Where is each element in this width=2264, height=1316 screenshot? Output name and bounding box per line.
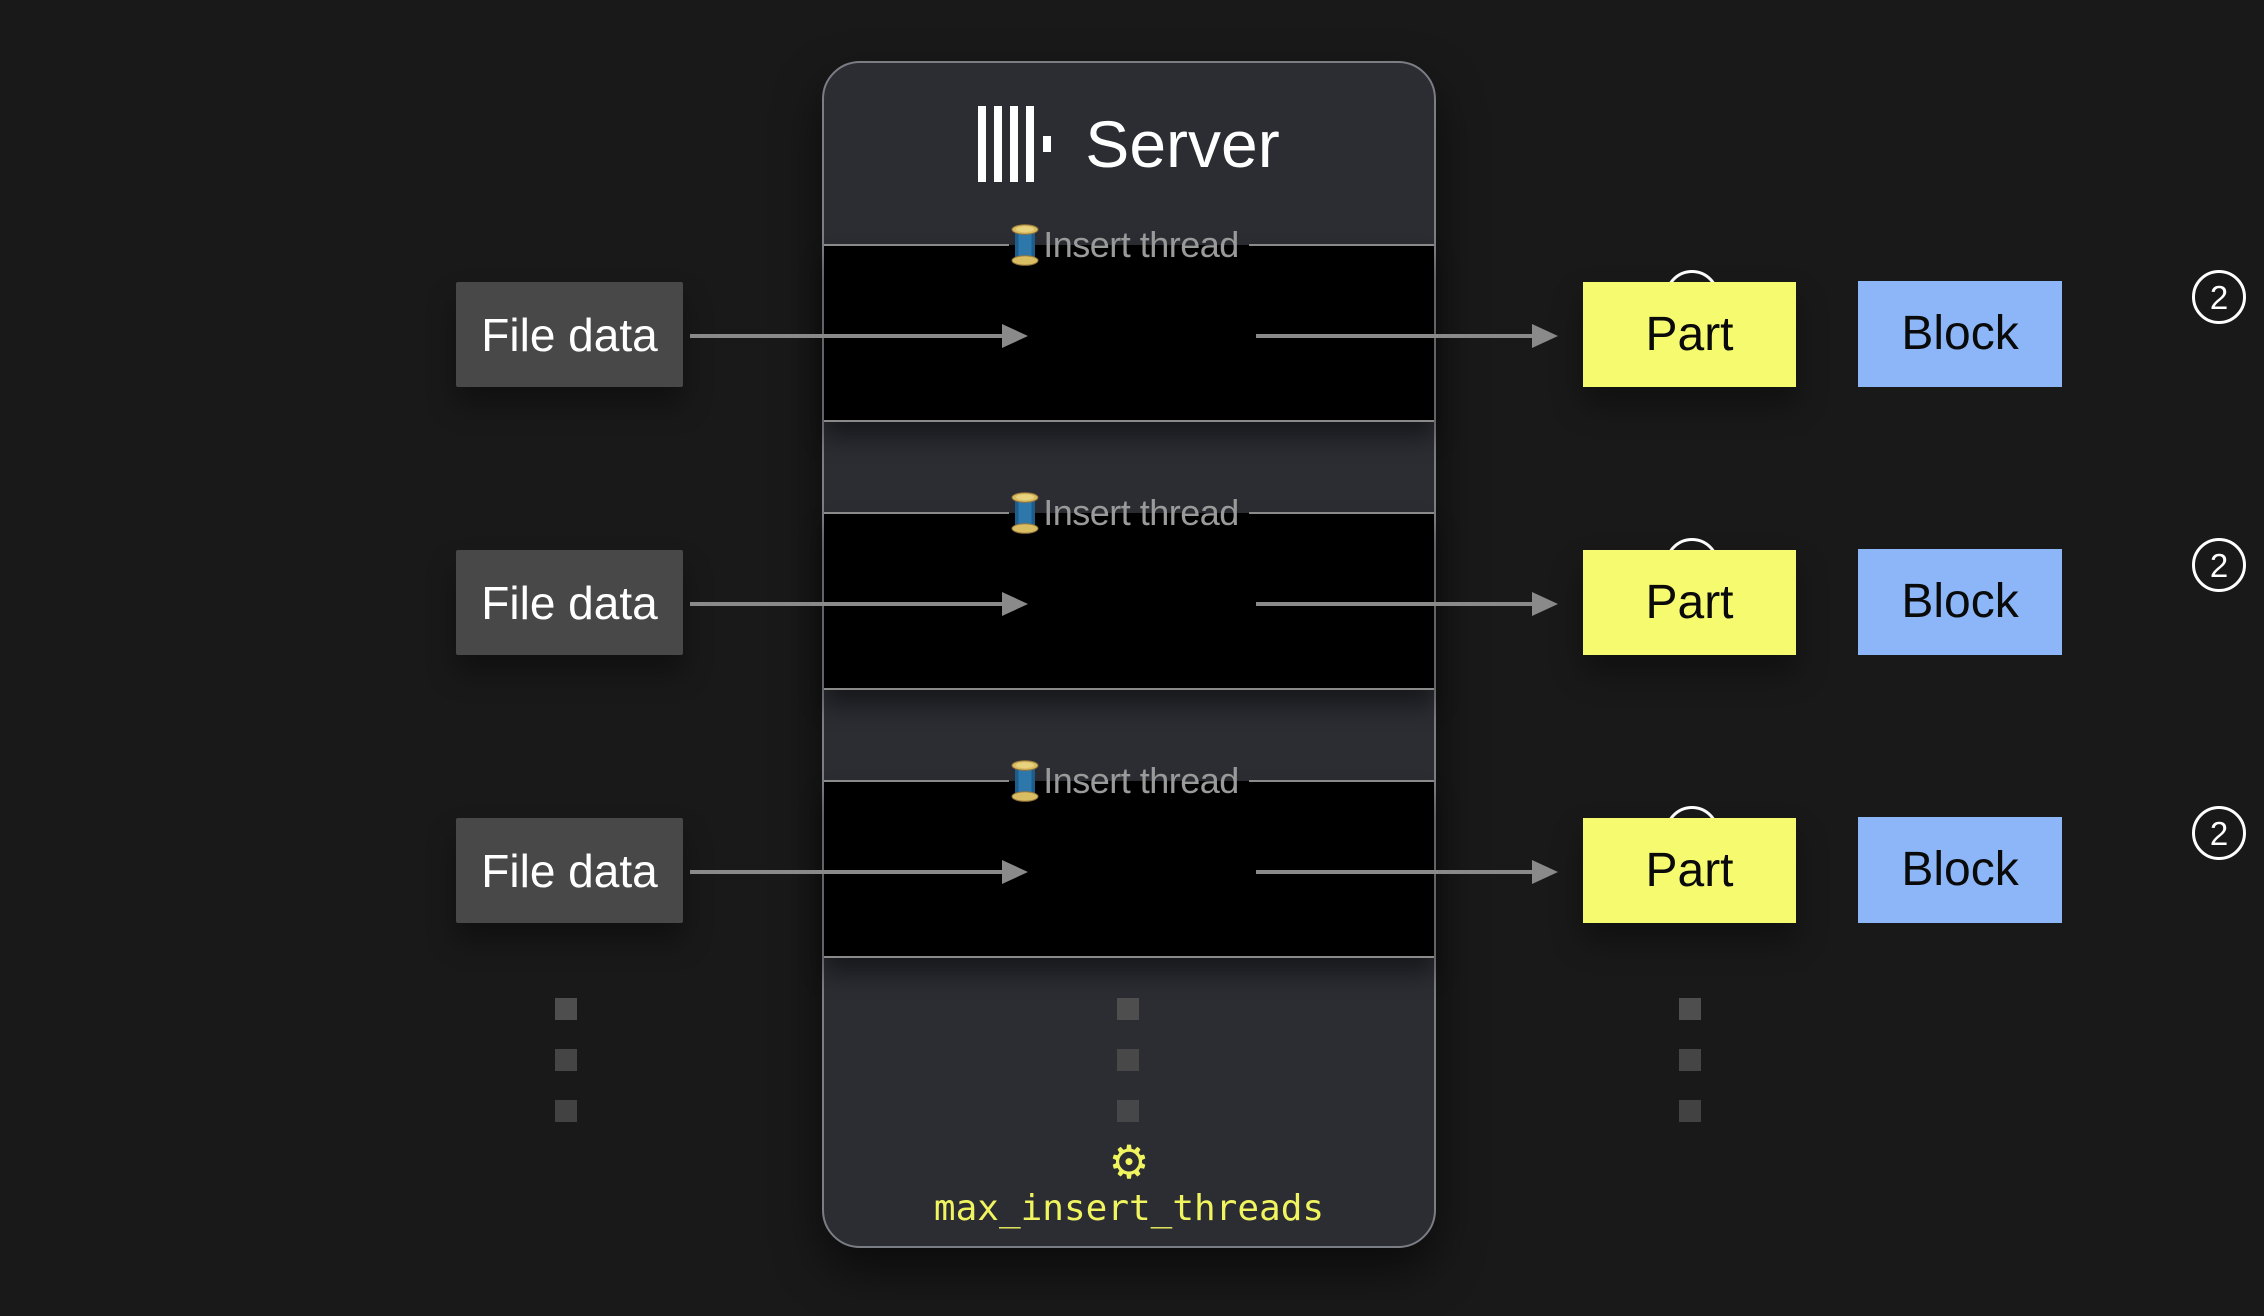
arrowhead-icon xyxy=(1532,592,1558,616)
insert-thread-legend: Insert thread xyxy=(824,490,1434,536)
setting-name-label: max_insert_threads xyxy=(933,1188,1325,1229)
block-node: Block xyxy=(1858,549,2062,655)
gear-icon: ⚙ xyxy=(1108,1135,1150,1189)
thread-spool-icon xyxy=(1011,492,1039,534)
legend-line-right xyxy=(1248,512,1434,514)
insert-thread-label: Insert thread xyxy=(1043,224,1239,265)
ellipsis-dot xyxy=(1117,1049,1139,1071)
ellipsis-dot xyxy=(1679,998,1701,1020)
ellipsis-dot xyxy=(555,1100,577,1122)
insert-thread-row: Insert thread 1 Block 2 File data Part xyxy=(0,760,2264,958)
ellipsis-dot xyxy=(555,1049,577,1071)
legend-line-left xyxy=(824,244,1010,246)
legend-line-left xyxy=(824,780,1010,782)
thread-spool-icon xyxy=(1011,224,1039,266)
step-badge-2: 2 xyxy=(2192,806,2246,860)
arrow-file-to-block xyxy=(690,592,1028,616)
clickhouse-logo-icon xyxy=(978,106,1052,182)
insert-thread-legend: Insert thread xyxy=(824,758,1434,804)
insert-thread-lane: Insert thread 1 Block 2 xyxy=(824,224,2246,422)
block-node: Block xyxy=(1858,817,2062,923)
step-badge-2: 2 xyxy=(2192,270,2246,324)
ellipsis-dot xyxy=(1117,1100,1139,1122)
arrow-file-to-block xyxy=(690,860,1028,884)
arrowhead-icon xyxy=(1002,324,1028,348)
insert-thread-label: Insert thread xyxy=(1043,760,1239,801)
arrow-block-to-part xyxy=(1256,592,1558,616)
insert-thread-row: Insert thread 1 Block 2 File data Part xyxy=(0,492,2264,690)
arrow-block-to-part xyxy=(1256,860,1558,884)
arrowhead-icon xyxy=(1532,324,1558,348)
ellipsis-dot xyxy=(1679,1100,1701,1122)
block-node: Block xyxy=(1858,281,2062,387)
step-badge-2: 2 xyxy=(2192,538,2246,592)
arrow-file-to-block xyxy=(690,324,1028,348)
insert-thread-label: Insert thread xyxy=(1043,492,1239,533)
thread-spool-icon xyxy=(1011,760,1039,802)
arrowhead-icon xyxy=(1532,860,1558,884)
legend-line-left xyxy=(824,512,1010,514)
legend-line-right xyxy=(1248,244,1434,246)
file-data-node: File data xyxy=(456,282,683,387)
legend-line-right xyxy=(1248,780,1434,782)
file-data-node: File data xyxy=(456,550,683,655)
insert-thread-legend: Insert thread xyxy=(824,222,1434,268)
file-data-node: File data xyxy=(456,818,683,923)
insert-thread-row: Insert thread 1 Block 2 File data Part xyxy=(0,224,2264,422)
part-node: Part xyxy=(1583,282,1796,387)
ellipsis-dot xyxy=(555,998,577,1020)
server-title-label: Server xyxy=(1085,107,1280,181)
arrowhead-icon xyxy=(1002,860,1028,884)
ellipsis-dot xyxy=(1679,1049,1701,1071)
part-node: Part xyxy=(1583,818,1796,923)
arrow-block-to-part xyxy=(1256,324,1558,348)
insert-thread-lane: Insert thread 1 Block 2 xyxy=(824,760,2246,958)
part-node: Part xyxy=(1583,550,1796,655)
arrowhead-icon xyxy=(1002,592,1028,616)
insert-thread-lane: Insert thread 1 Block 2 xyxy=(824,492,2246,690)
server-title: Server xyxy=(824,105,1434,183)
ellipsis-dot xyxy=(1117,998,1139,1020)
